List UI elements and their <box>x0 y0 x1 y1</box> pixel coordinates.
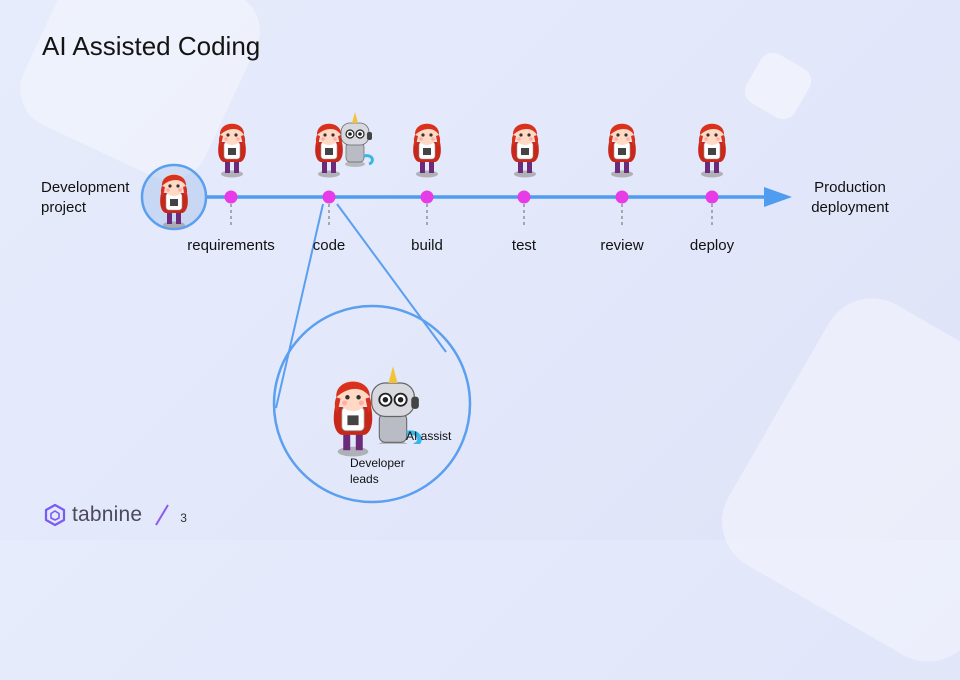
stage-label-code: code <box>312 237 346 254</box>
developer-avatar-requirements <box>217 122 247 178</box>
stage-label-requirements: requirements <box>187 237 275 254</box>
stage-label-review: review <box>600 237 644 254</box>
stage-node-test <box>517 190 531 204</box>
end-endpoint-line1: Production <box>814 179 886 196</box>
end-endpoint-line2: deployment <box>811 199 889 216</box>
ai-assist-label: AI assist <box>406 429 452 443</box>
stage-node-requirements <box>224 190 238 204</box>
developer-avatar-detail <box>333 379 373 458</box>
developer-leads-label: Developer leads <box>350 455 420 487</box>
developer-label-line2: leads <box>350 472 379 486</box>
developer-label-line1: Developer <box>350 456 405 470</box>
footer: tabnine 3 <box>44 502 187 528</box>
brand-name: tabnine <box>72 503 143 526</box>
stage-node-code <box>322 190 336 204</box>
page-number: 3 <box>180 511 187 525</box>
developer-avatar-test <box>510 122 540 178</box>
stage-label-test: test <box>511 237 537 254</box>
start-endpoint-line1: Development <box>41 179 130 196</box>
zoom-line-left <box>275 203 324 409</box>
developer-avatar-review <box>607 122 637 178</box>
stage-node-deploy <box>705 190 719 204</box>
ai-robot-avatar-code <box>339 110 374 169</box>
tabnine-hexagon-logo-icon <box>44 503 66 527</box>
slide-title: AI Assisted Coding <box>42 31 261 61</box>
stage-node-build <box>420 190 434 204</box>
stage-label-deploy: deploy <box>689 237 735 254</box>
detail-zoom-circle <box>272 304 472 504</box>
developer-avatar-deploy <box>697 122 727 178</box>
zoom-line-right <box>336 203 447 353</box>
start-endpoint-label: Development project <box>41 178 129 218</box>
pipeline-arrow-head <box>764 187 792 207</box>
end-endpoint-label: Production deployment <box>808 178 892 218</box>
stage-node-review <box>615 190 629 204</box>
developer-avatar-start <box>159 173 189 229</box>
pipeline-diagram <box>140 163 792 504</box>
developer-avatar-build <box>412 122 442 178</box>
start-endpoint-line2: project <box>41 199 87 216</box>
slash-divider <box>155 504 170 526</box>
stage-label-build: build <box>411 237 443 254</box>
